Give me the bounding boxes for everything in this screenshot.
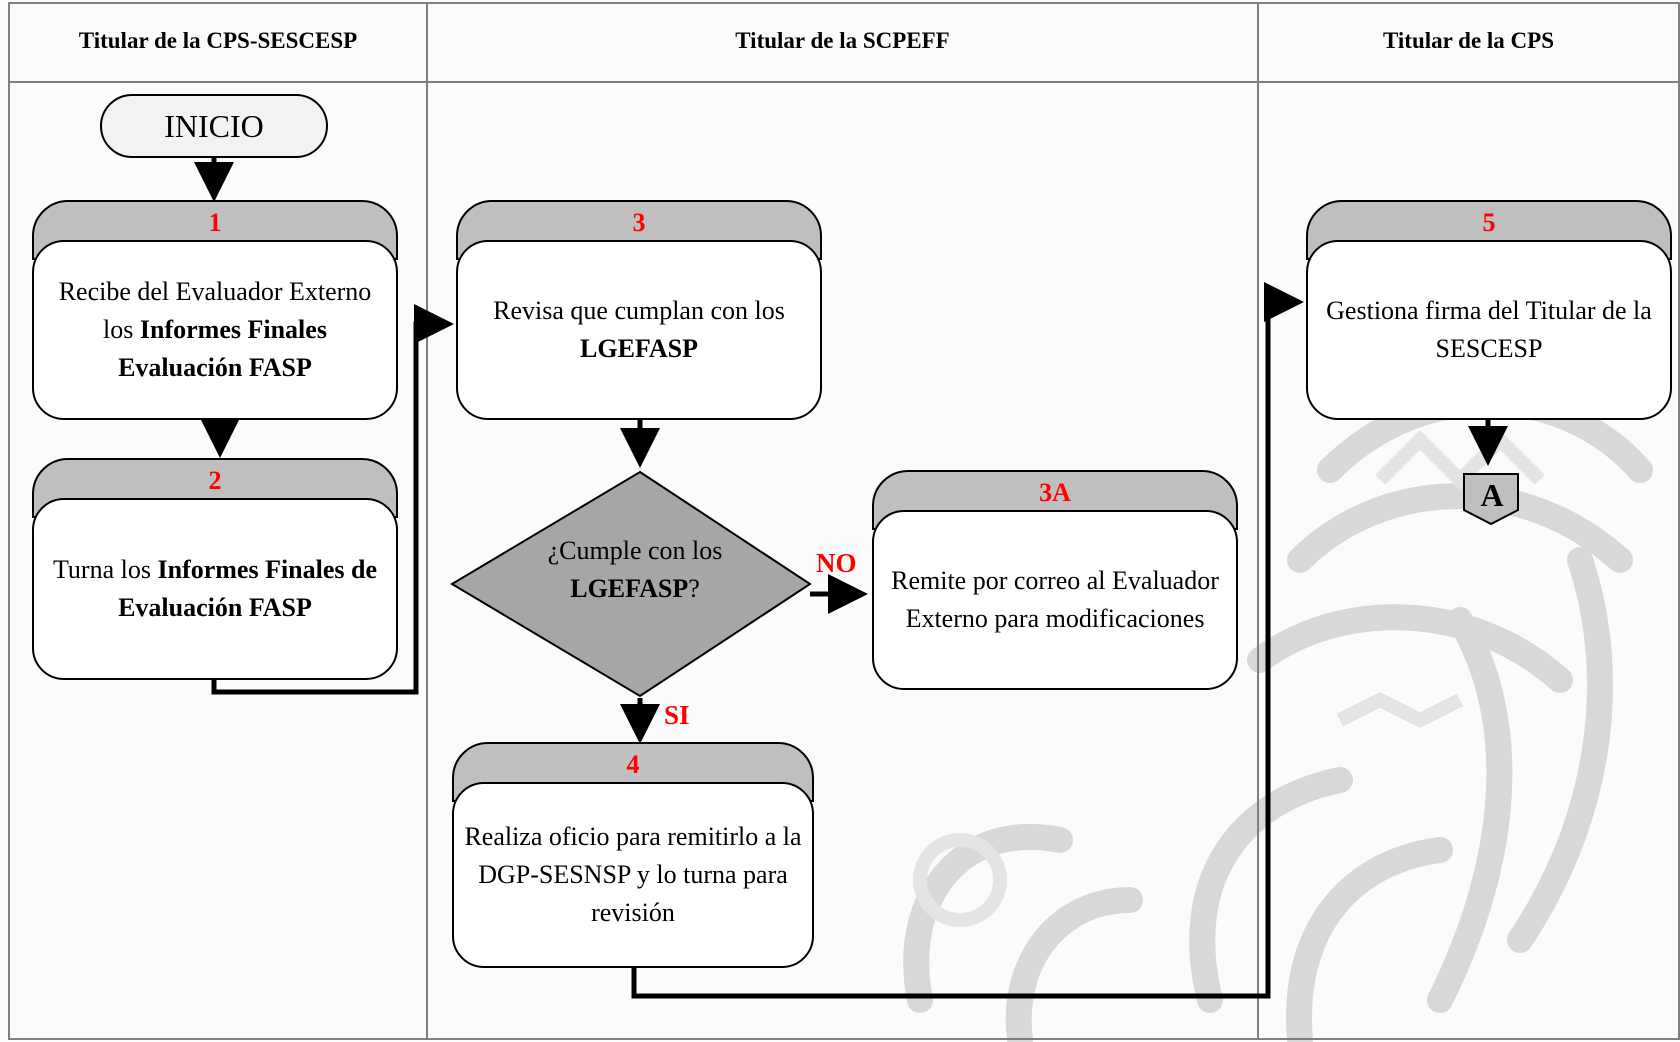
process-step-3a: 3A Remite por correo al Evaluador Extern… [872,470,1238,690]
process-step-2: 2 Turna los Informes Finales de Evaluaci… [32,458,398,680]
decision-yes-label: SI [664,700,690,730]
process-step-5: 5 Gestiona firma del Titular de la SESCE… [1306,200,1672,420]
step-text: Remite por correo al Evaluador Externo p… [872,510,1238,690]
arrow-2-to-3 [211,304,454,695]
lane-header-scpeff: Titular de la SCPEFF [735,28,950,53]
lane-header-cps-sescesp: Titular de la CPS-SESCESP [78,28,358,53]
step-text: Recibe del Evaluador Externo los Informe… [32,240,398,420]
lane-header-cps: Titular de la CPS [1382,28,1555,53]
step-text: Revisa que cumplan con los LGEFASP [456,240,822,420]
decision-text: ¿Cumple con los LGEFASP? [547,536,723,603]
step-text: Realiza oficio para remitirlo a la DGP-S… [452,782,814,968]
process-step-3: 3 Revisa que cumplan con los LGEFASP [456,200,822,420]
decision-diamond [450,470,812,698]
step-text: Turna los Informes Finales de Evaluación… [32,498,398,680]
offpage-connector-shape [1463,473,1519,526]
offpage-connector-label: A [1480,476,1504,513]
start-terminal: INICIO [100,94,328,158]
process-step-4: 4 Realiza oficio para remitirlo a la DGP… [452,742,814,968]
process-step-1: 1 Recibe del Evaluador Externo los Infor… [32,200,398,420]
decision-no-label: NO [816,548,857,578]
arrow-4-to-5 [631,282,1304,999]
step-text: Gestiona firma del Titular de la SESCESP [1306,240,1672,420]
